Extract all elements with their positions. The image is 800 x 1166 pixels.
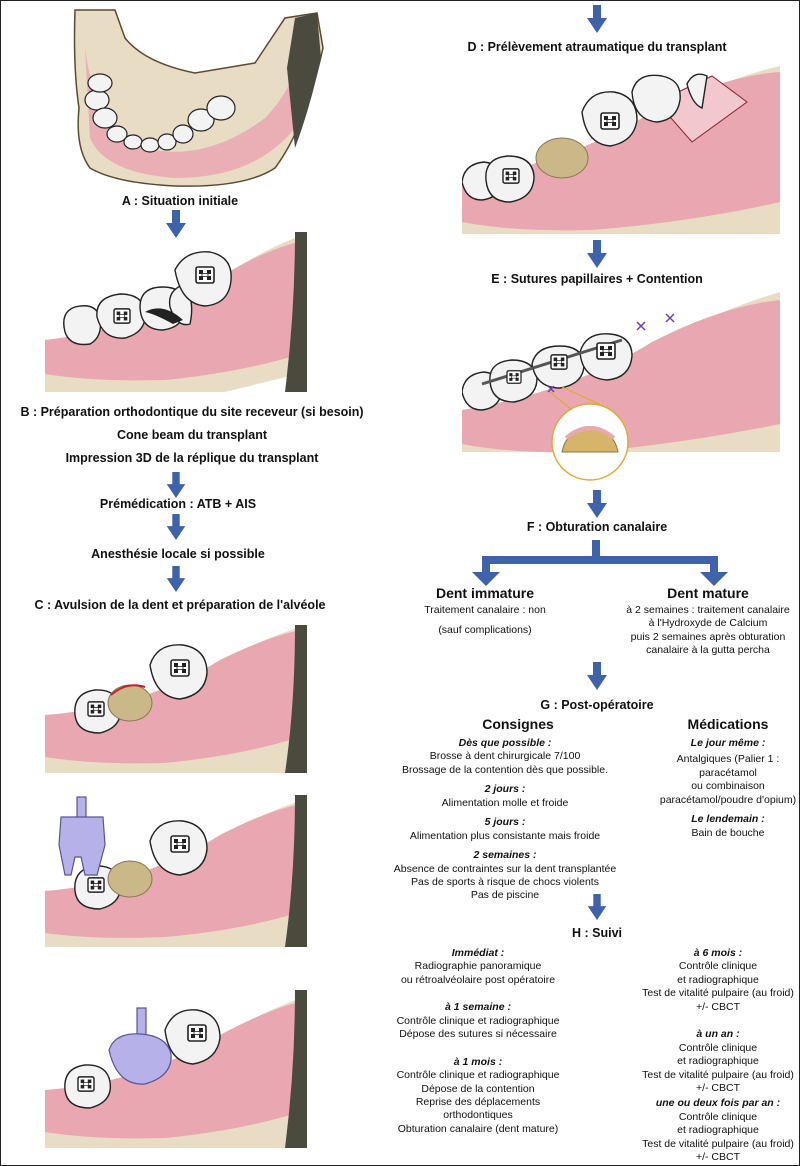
arrow-e-to-f <box>587 490 607 518</box>
medications-title: Médications <box>687 716 769 732</box>
step-h-label: H : Suivi <box>571 926 623 940</box>
suivi-1year-line-2: et radiographique <box>677 1055 759 1068</box>
mature-tooth-text: à 2 semaines : traitement canalaire à l'… <box>626 604 789 658</box>
consignes-asap-title: Dès que possible : <box>458 737 552 749</box>
suivi-1week-line-1: Contrôle clinique et radiographique <box>396 1014 560 1027</box>
medications-sameday-title: Le jour même : <box>690 737 766 749</box>
suivi-yearly-line-1: Contrôle clinique <box>678 1110 758 1123</box>
suivi-1week-title: à 1 semaine : <box>445 1001 511 1014</box>
step-c-label: C : Avulsion de la dent et préparation d… <box>34 598 326 612</box>
arrow-f-branch <box>472 540 728 586</box>
step-g-label: G : Post-opératoire <box>540 698 654 712</box>
mature-line-4: canalaire à la gutta percha <box>646 644 770 657</box>
step-f-label: F : Obturation canalaire <box>526 520 668 534</box>
consignes-asap-line-1: Brosse à dent chirurgicale 7/100 <box>429 750 581 763</box>
mature-tooth-title: Dent mature <box>667 585 749 601</box>
premedication-label: Prémédication : ATB + AIS <box>99 497 257 511</box>
consignes-2weeks-line-2: Pas de sports à risque de chocs violents <box>411 875 599 888</box>
illustration-harvest <box>462 62 782 237</box>
suivi-immediate-title: Immédiat : <box>451 947 505 959</box>
suivi-1month-line-2: Dépose de la contention <box>421 1082 535 1095</box>
suivi-6months-line-1: Contrôle clinique <box>678 960 758 973</box>
suivi-immediate-line-2: ou rétroalvéolaire post opératoire <box>400 973 556 986</box>
step-b-3d-print: Impression 3D de la réplique du transpla… <box>65 451 319 465</box>
suivi-6months-title: à 6 mois : <box>693 947 743 959</box>
suivi-1month-line-1: Contrôle clinique et radiographique <box>396 1069 560 1082</box>
suivi-yearly-line-3: Test de vitalité pulpaire (au froid) <box>642 1137 794 1150</box>
illustration-orthodontic-prep <box>45 232 310 397</box>
suivi-yearly-line-2: et radiographique <box>677 1124 759 1137</box>
immature-line-1: Traitement canalaire : non <box>424 604 546 616</box>
consignes-2weeks-line-1: Absence de contraintes sur la dent trans… <box>393 862 617 875</box>
suivi-1month-line-4: orthodontiques <box>443 1109 513 1122</box>
consignes-2days-line-1: Alimentation molle et froide <box>441 796 569 809</box>
suivi-6months-line-4: +/- CBCT <box>695 1000 741 1013</box>
suivi-1year-title: à un an : <box>696 1028 740 1041</box>
step-b-label: B : Préparation orthodontique du site re… <box>20 405 364 419</box>
illustration-extraction-1 <box>45 625 310 775</box>
suivi-6months-line-2: et radiographique <box>677 973 759 986</box>
consignes-2weeks-title: 2 semaines : <box>473 849 537 862</box>
arrow-b-to-premed <box>166 472 186 498</box>
medications-sameday-line-4: paracétamol/poudre d'opium) <box>659 793 797 806</box>
immature-line-2: (sauf complications) <box>438 624 532 637</box>
consignes-2weeks-line-3: Pas de piscine <box>470 889 540 902</box>
consignes-5days-line-1: Alimentation plus consistante mais froid… <box>409 829 601 842</box>
suivi-6months-line-3: Test de vitalité pulpaire (au froid) <box>642 987 794 1000</box>
suivi-1month-line-5: Obturation canalaire (dent mature) <box>397 1122 559 1135</box>
medications-sameday-line-3: ou combinaison <box>691 780 765 793</box>
step-d-label: D : Prélèvement atraumatique du transpla… <box>467 40 727 54</box>
step-b-cone-beam: Cone beam du transplant <box>116 428 268 442</box>
suivi-1month-line-3: Reprise des déplacements <box>415 1095 541 1108</box>
anesthesia-label: Anesthésie locale si possible <box>91 547 265 561</box>
step-e-label: E : Sutures papillaires + Contention <box>491 272 703 286</box>
immature-tooth-text: Traitement canalaire : non (sauf complic… <box>424 604 546 638</box>
suivi-yearly-title: une ou deux fois par an : <box>655 1097 781 1110</box>
illustration-sutures-splint <box>462 292 782 487</box>
medications-sameday-line-1: Antalgiques (Palier 1 : <box>676 753 780 766</box>
suivi-left-block: Immédiat : Radiographie panoramique ou r… <box>397 947 560 1136</box>
arrow-f-to-g <box>587 662 607 690</box>
consignes-block: Dès que possible : Brosse à dent chirurg… <box>394 737 616 903</box>
step-a-label: A : Situation initiale <box>121 194 239 208</box>
medications-nextday-line-1: Bain de bouche <box>691 826 765 839</box>
arrow-a-to-b <box>166 210 186 238</box>
arrow-anesth-to-c <box>166 566 186 592</box>
suivi-right-block: à 6 mois : Contrôle clinique et radiogra… <box>642 947 794 1165</box>
suivi-yearly-line-4: +/- CBCT <box>695 1151 741 1164</box>
mature-line-3: puis 2 semaines après obturation <box>630 630 786 643</box>
suivi-1week-line-2: Dépose des sutures si nécessaire <box>399 1028 557 1041</box>
suivi-1month-title: à 1 mois : <box>453 1055 503 1068</box>
arrow-top-to-d <box>587 5 607 33</box>
arrow-premed-to-anesth <box>166 514 186 540</box>
consignes-asap-line-2: Brossage de la contention dès que possib… <box>401 763 609 776</box>
illustration-extraction-replica <box>45 795 310 950</box>
mature-line-1: à 2 semaines : traitement canalaire <box>626 604 790 616</box>
mature-line-2: à l'Hydroxyde de Calcium <box>648 617 768 630</box>
medications-block: Le jour même : Antalgiques (Palier 1 : p… <box>660 737 796 840</box>
illustration-replica-fitting <box>45 990 310 1150</box>
medications-sameday-line-2: paracétamol <box>699 766 757 779</box>
illustration-initial-situation <box>55 8 325 193</box>
medications-nextday-title: Le lendemain : <box>691 813 765 826</box>
consignes-title: Consignes <box>482 716 554 732</box>
consignes-2days-title: 2 jours : <box>484 783 526 796</box>
suivi-1year-line-3: Test de vitalité pulpaire (au froid) <box>642 1068 794 1081</box>
arrow-d-to-e <box>587 240 607 268</box>
suivi-1year-line-1: Contrôle clinique <box>678 1041 758 1054</box>
suivi-immediate-line-1: Radiographie panoramique <box>414 960 542 973</box>
consignes-5days-title: 5 jours : <box>484 816 526 829</box>
suivi-1year-line-4: +/- CBCT <box>695 1081 741 1094</box>
immature-tooth-title: Dent immature <box>435 585 535 601</box>
